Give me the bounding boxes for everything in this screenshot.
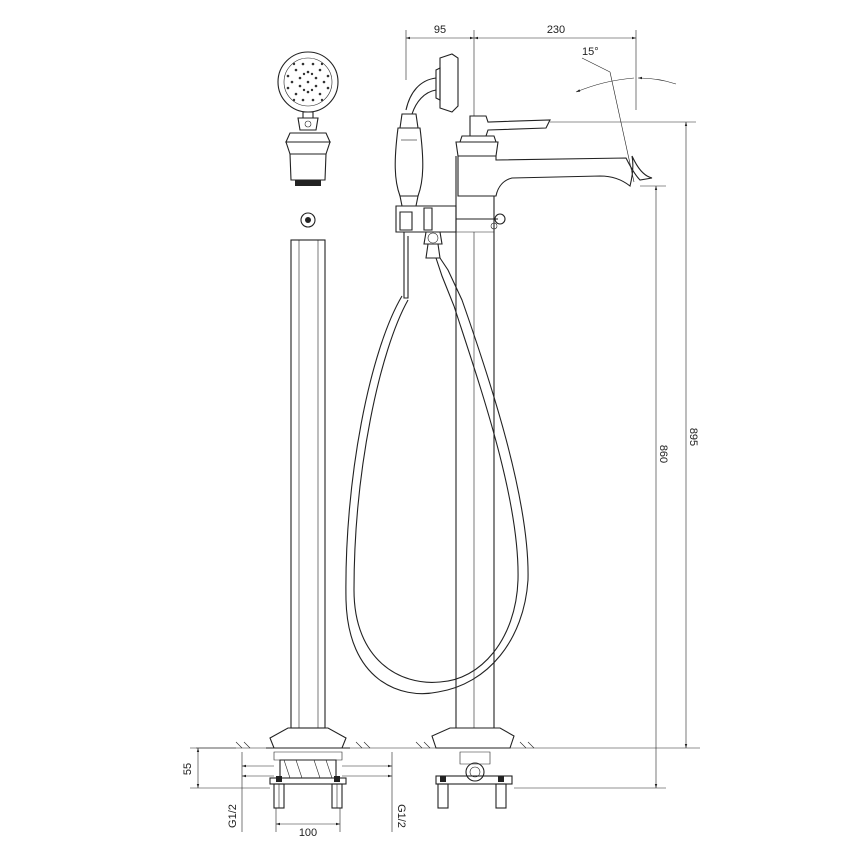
dim-connection-right: G1/2 xyxy=(395,804,407,828)
dim-895: 895 xyxy=(687,428,699,446)
dim-angle: 15° xyxy=(582,46,599,58)
side-base xyxy=(431,727,515,749)
front-base xyxy=(269,727,347,749)
mixer-handle xyxy=(455,115,551,157)
dimension-lines: 95 230 15° 895 860 55 G1/2 G1/2 xyxy=(182,24,699,839)
diverter-side xyxy=(395,205,506,259)
spout xyxy=(457,155,653,197)
shower-hose xyxy=(345,232,529,695)
shower-nozzles xyxy=(286,62,330,102)
dim-230: 230 xyxy=(547,24,565,36)
side-view xyxy=(345,53,653,809)
dim-860: 860 xyxy=(657,445,669,463)
front-column xyxy=(290,239,326,729)
aerator xyxy=(295,180,321,186)
diverter-knob xyxy=(300,212,316,228)
front-view xyxy=(266,51,350,809)
dim-55: 55 xyxy=(182,763,194,775)
dim-connection-left: G1/2 xyxy=(227,804,239,828)
dim-95: 95 xyxy=(434,24,446,36)
dim-100: 100 xyxy=(299,827,317,839)
hand-shower-head xyxy=(277,51,339,113)
hand-shower-side xyxy=(394,53,459,207)
